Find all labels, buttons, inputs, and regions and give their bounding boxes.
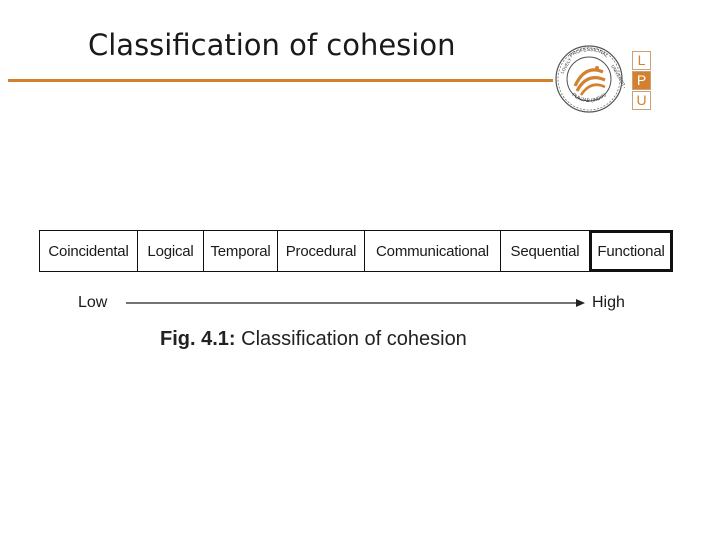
lpu-letter-p: P bbox=[632, 71, 651, 90]
level-cell-communicational: Communicational bbox=[365, 231, 501, 271]
level-cell-logical: Logical bbox=[138, 231, 204, 271]
title-underline-bar bbox=[8, 79, 553, 82]
lpu-letter-u: U bbox=[632, 91, 651, 110]
level-cell-functional: Functional bbox=[590, 231, 672, 271]
scale-low-label: Low bbox=[78, 294, 108, 311]
university-logo: PROFESSIONAL PUNJAB (INDIA) LOVELY UNIVE… bbox=[553, 44, 653, 114]
lpu-letter-l: L bbox=[632, 51, 651, 70]
page-title: Classification of cohesion bbox=[88, 28, 456, 62]
figure-caption: Fig. 4.1: Classification of cohesion bbox=[160, 328, 467, 351]
seal-emblem bbox=[573, 66, 606, 96]
lpu-letter-blocks: L P U bbox=[632, 51, 651, 111]
arrow-head bbox=[576, 299, 585, 307]
university-seal-icon: PROFESSIONAL PUNJAB (INDIA) LOVELY UNIVE… bbox=[555, 45, 625, 113]
level-cell-sequential: Sequential bbox=[501, 231, 590, 271]
level-cell-procedural: Procedural bbox=[278, 231, 365, 271]
figure-caption-number: Fig. 4.1: bbox=[160, 328, 236, 350]
scale-high-label: High bbox=[592, 294, 625, 311]
title-underline bbox=[8, 79, 553, 82]
cohesion-levels-table: Coincidental Logical Temporal Procedural… bbox=[39, 230, 673, 272]
low-to-high-arrow bbox=[126, 299, 585, 307]
figure-caption-text: Classification of cohesion bbox=[235, 328, 467, 350]
level-cell-coincidental: Coincidental bbox=[40, 231, 138, 271]
level-cell-temporal: Temporal bbox=[204, 231, 278, 271]
